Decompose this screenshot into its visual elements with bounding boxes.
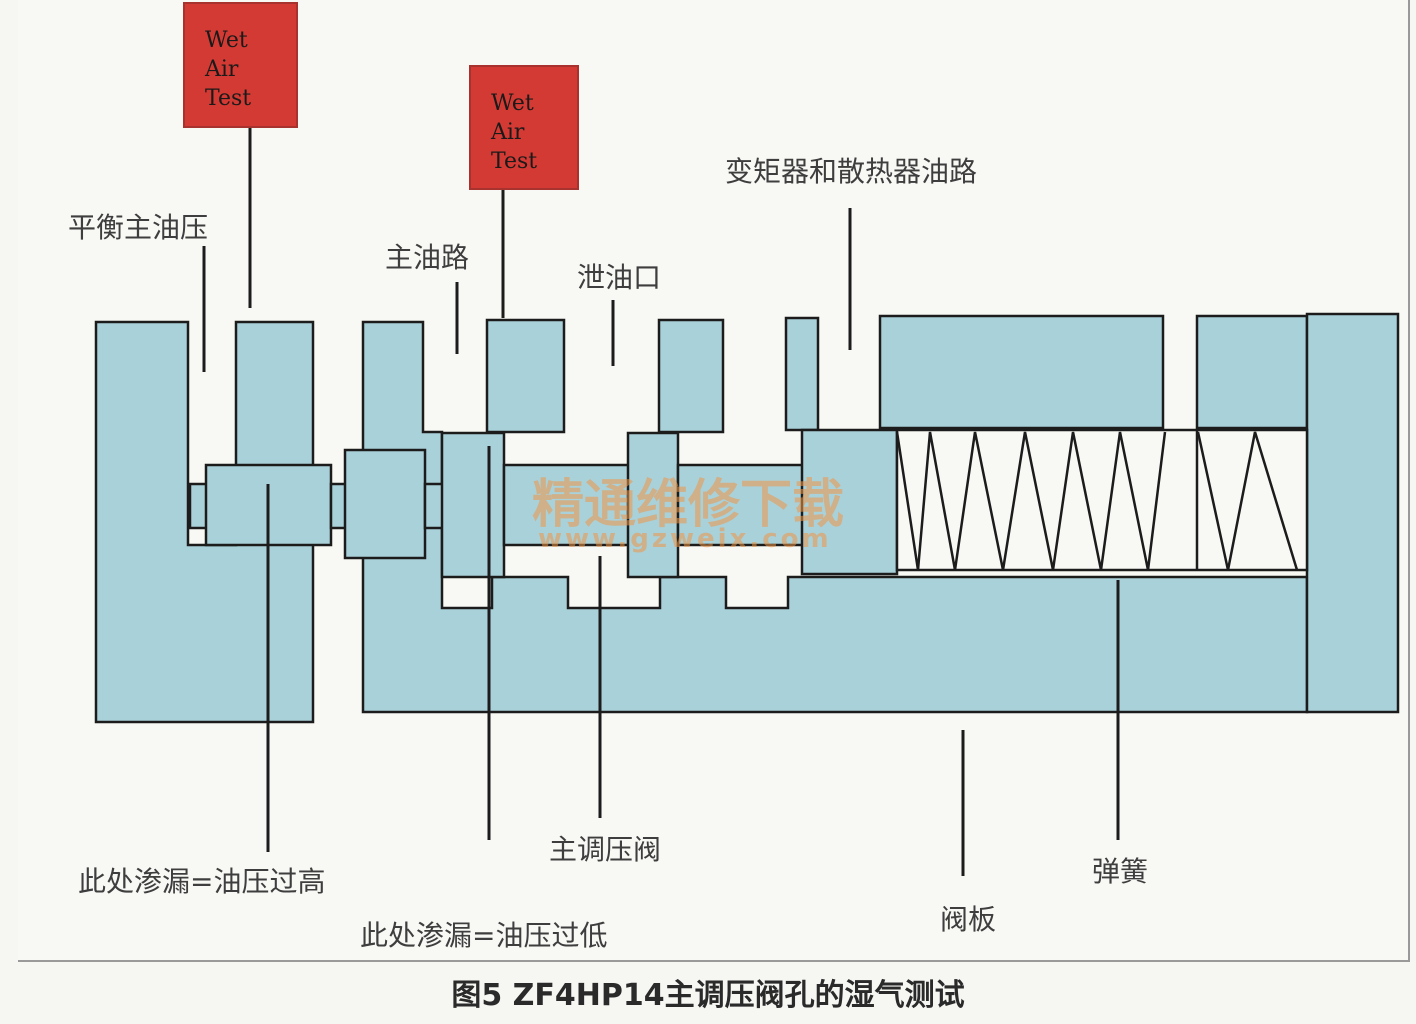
wet-air-test-tag-2: Wet Air Test — [469, 65, 579, 190]
label-leak-high: 此处渗漏=油压过高 — [78, 865, 326, 898]
label-balance-main-pressure: 平衡主油压 — [68, 211, 209, 244]
spool-stem-4 — [502, 463, 631, 547]
watermark-url: www.gzweix.com — [538, 524, 832, 554]
label-main-oil-line: 主油路 — [385, 241, 470, 274]
label-converter-cooler-line: 变矩器和散热器油路 — [725, 155, 978, 188]
spool-land-4 — [626, 431, 680, 579]
spring — [895, 431, 1167, 571]
label-leak-low: 此处渗漏=油压过低 — [360, 919, 608, 952]
spool-land-3 — [440, 431, 506, 579]
label-valve-body: 阀板 — [940, 903, 997, 936]
figure-caption: 图5 ZF4HP14主调压阀孔的湿气测试 — [451, 978, 965, 1013]
spring-end — [1196, 431, 1299, 571]
label-drain-port: 泄油口 — [577, 261, 662, 294]
bore-wall-2 — [657, 318, 725, 434]
spool-stem-5 — [676, 463, 805, 547]
spool-land-2 — [343, 448, 427, 560]
bore-wall-5 — [1195, 314, 1309, 430]
end-cap — [1305, 312, 1400, 714]
bore-wall-4 — [878, 314, 1165, 430]
bore-wall-3 — [784, 316, 820, 432]
spool-land-5 — [800, 428, 899, 576]
label-spring: 弹簧 — [1092, 855, 1149, 888]
wet-air-test-tag-1: Wet Air Test — [183, 2, 298, 128]
bore-wall-1 — [485, 318, 566, 434]
label-main-regulator-valve: 主调压阀 — [549, 833, 662, 866]
watermark-text: 精通维修下载 — [532, 475, 845, 535]
spool-stem-3 — [423, 482, 445, 530]
left-end-plug — [94, 320, 315, 724]
